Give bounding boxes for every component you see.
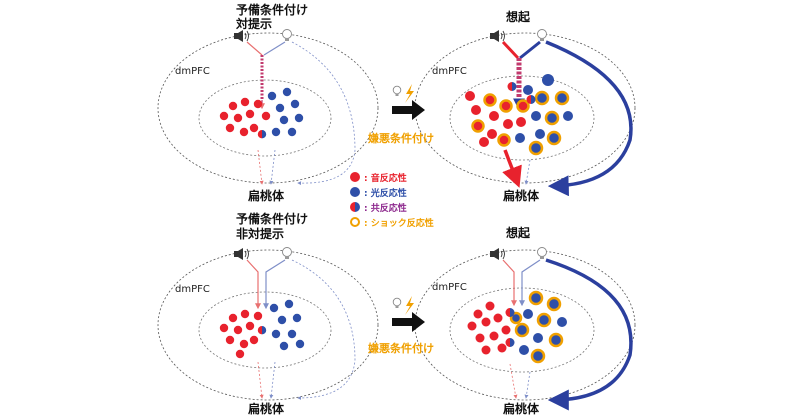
legend-label-co: : 共反応性 (364, 203, 407, 214)
legend-item-light: : 光反応性 (350, 185, 407, 199)
bottom-left-title-line2: 非対提示 (236, 227, 285, 241)
neuron-cluster (467, 290, 567, 364)
light-output-line (524, 371, 531, 399)
light-output-line (269, 149, 276, 185)
panel-top-right (414, 29, 636, 197)
neuron-cluster (219, 87, 304, 139)
dmpfc-inner-ellipse (198, 291, 332, 369)
arrow-right-icon (392, 312, 425, 332)
tone-output-arrow (502, 149, 522, 188)
lightbulb-icon (537, 29, 547, 41)
dmpfc-inner-ellipse (449, 75, 595, 161)
bottom-left-region-label: dmPFC (175, 284, 210, 295)
lightbulb-icon (392, 85, 402, 96)
speaker-icon (234, 248, 249, 260)
legend-label-tone: : 音反応性 (364, 173, 407, 184)
top-right-title: 想起 (506, 10, 531, 24)
neuron-cluster (465, 74, 573, 156)
bottom-left-target-label: 扁桃体 (248, 402, 285, 416)
legend-item-shock: : ショック反応性 (350, 215, 434, 229)
panel-bottom-left (157, 247, 379, 401)
tone-input-line (501, 40, 520, 60)
top-right-target-label: 扁桃体 (503, 189, 540, 203)
light-input-line (263, 259, 286, 310)
light-swatch (350, 187, 360, 197)
top-left-title-line1: 予備条件付け (236, 3, 309, 17)
legend-label-light: : 光反応性 (364, 188, 407, 199)
speaker-icon (490, 248, 505, 260)
panel-top-left (157, 29, 379, 186)
top-right-region-label: dmPFC (432, 66, 467, 77)
light-input-line (519, 40, 541, 60)
lightbulb-icon (282, 29, 292, 41)
transition-bottom (392, 296, 425, 332)
top-left-title-line2: 対提示 (236, 17, 273, 31)
dmpfc-outer-ellipse (157, 249, 379, 401)
speaker-icon (234, 30, 249, 42)
light-output-line (269, 361, 276, 399)
dmpfc-outer-ellipse (157, 32, 379, 184)
speaker-icon (490, 30, 505, 42)
top-left-region-label: dmPFC (175, 66, 210, 77)
tone-input-line (502, 259, 517, 307)
shock-swatch (350, 217, 360, 227)
top-transition-label: 嫌悪条件付け (368, 132, 434, 145)
tone-input-line (246, 259, 261, 310)
neuron-cluster (219, 299, 305, 359)
light-dotted-input (291, 259, 356, 400)
arrow-right-icon (392, 100, 425, 120)
bottom-right-region-label: dmPFC (432, 282, 467, 293)
transition-top (392, 84, 425, 120)
light-output-line (524, 159, 531, 185)
panel-bottom-right (414, 247, 636, 411)
tone-input-line (246, 41, 263, 56)
light-dotted-input (291, 41, 356, 186)
top-left-target-label: 扁桃体 (248, 189, 285, 203)
legend-item-co: : 共反応性 (350, 200, 407, 214)
tone-output-line (509, 363, 518, 399)
light-input-line (519, 259, 541, 307)
lightbulb-icon (392, 297, 402, 308)
bottom-transition-label: 嫌悪条件付け (368, 342, 434, 355)
tone-output-line (257, 149, 264, 185)
light-output-curve (545, 40, 633, 197)
tone-swatch (350, 172, 360, 182)
tone-output-line (257, 361, 264, 399)
legend-item-tone: : 音反応性 (350, 170, 407, 184)
lightning-icon (405, 296, 414, 315)
lightning-icon (405, 84, 414, 103)
light-input-line (263, 41, 286, 56)
co-swatch (350, 202, 360, 212)
lightbulb-icon (537, 247, 547, 259)
light-output-curve (545, 258, 633, 411)
lightbulb-icon (282, 247, 292, 259)
dmpfc-inner-ellipse (198, 79, 332, 157)
legend-label-shock: : ショック反応性 (364, 218, 434, 229)
bottom-left-title-line1: 予備条件付け (236, 212, 309, 226)
bottom-right-title: 想起 (506, 226, 531, 240)
bottom-right-target-label: 扁桃体 (503, 402, 540, 416)
